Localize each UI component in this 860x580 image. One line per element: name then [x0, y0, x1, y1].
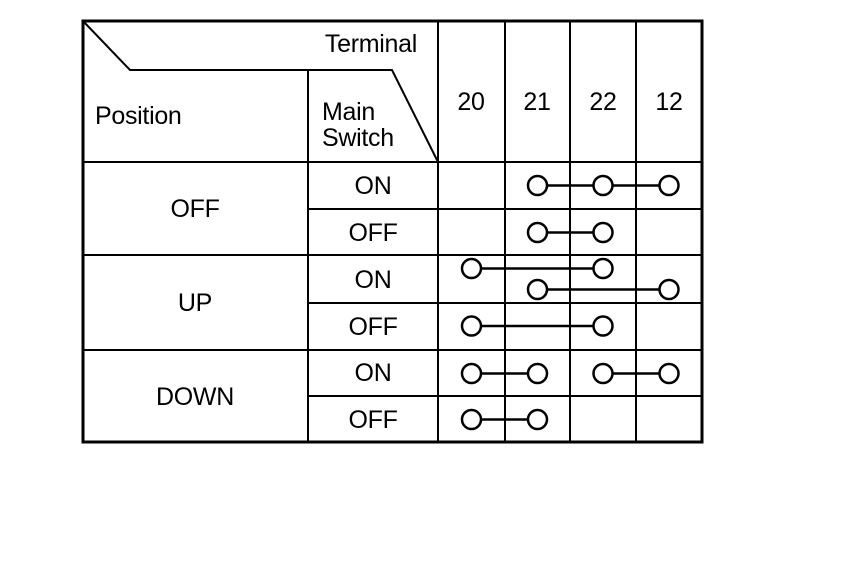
terminal-circle: [526, 362, 549, 385]
terminal-circle: [460, 315, 483, 337]
terminal-circle: [526, 174, 549, 197]
table-grid: [81, 19, 704, 444]
header-diagonal-divider: [82, 20, 439, 163]
main-switch-header-line1: Main: [322, 98, 375, 126]
terminal-circle: [526, 278, 549, 301]
terminal-circle: [592, 362, 614, 385]
terminal-circle: [460, 408, 483, 431]
terminal-circle: [460, 257, 483, 280]
terminal-column-header-20: 20: [457, 88, 484, 116]
main-switch-state-down-on: ON: [355, 359, 392, 387]
terminal-circle: [658, 174, 680, 197]
terminal-circle: [592, 315, 614, 337]
position-header-label: Position: [95, 102, 182, 130]
table-header-labels: Terminal Position Main Switch 20 21 22 1…: [95, 30, 683, 152]
main-switch-state-up-on: ON: [355, 266, 392, 294]
position-labels: OFF UP DOWN: [156, 195, 234, 411]
position-label-down: DOWN: [156, 383, 234, 411]
main-switch-state-down-off: OFF: [348, 406, 397, 434]
position-label-up: UP: [178, 289, 212, 317]
terminal-circle: [592, 174, 614, 197]
terminal-column-header-22: 22: [589, 88, 616, 116]
terminal-circle: [460, 362, 483, 385]
main-switch-state-off-off: OFF: [348, 219, 397, 247]
terminal-column-header-21: 21: [523, 88, 550, 116]
terminal-circle: [592, 257, 614, 280]
terminal-circle: [526, 221, 549, 244]
terminal-circle: [526, 408, 549, 431]
position-label-off: OFF: [170, 195, 219, 223]
main-switch-state-off-on: ON: [355, 172, 392, 200]
terminal-circle: [658, 362, 680, 385]
main-switch-state-labels: ON OFF ON OFF ON OFF: [348, 172, 397, 434]
terminal-circle: [658, 278, 680, 301]
main-switch-header-line2: Switch: [322, 124, 394, 152]
terminal-header-label: Terminal: [325, 30, 417, 58]
main-switch-state-up-off: OFF: [348, 313, 397, 341]
terminal-circle: [592, 221, 614, 244]
terminal-column-header-12: 12: [655, 88, 682, 116]
continuity-connections: [460, 174, 680, 431]
table-outer-border: [81, 19, 704, 444]
